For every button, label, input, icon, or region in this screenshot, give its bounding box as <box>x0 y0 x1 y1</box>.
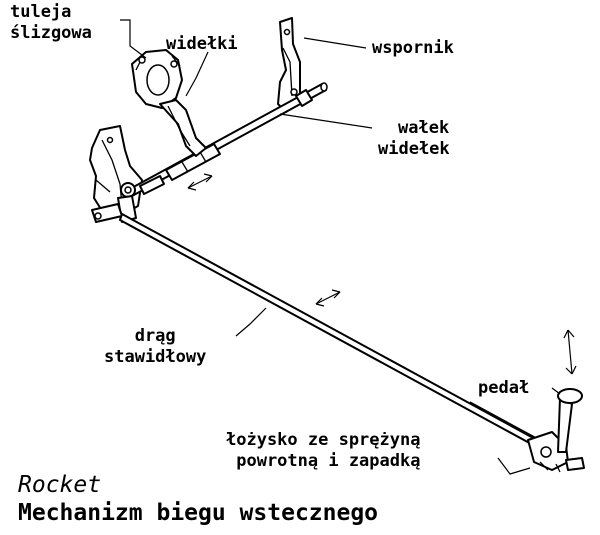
label-pedal-text: pedał <box>478 378 530 398</box>
diagram-title: Mechanizm biegu wstecznego <box>18 500 379 526</box>
motion-arrows <box>187 173 577 375</box>
label-bearing: łożysko ze sprężyną powrotną i zapadką <box>226 430 420 472</box>
label-bearing-line1: łożysko ze sprężyną <box>226 430 421 450</box>
label-control-rod-line2: stawidłowy <box>104 347 207 367</box>
label-selector-shaft-line1: wałek <box>398 118 450 138</box>
label-fork: widełki <box>166 34 238 55</box>
pedal-assembly <box>527 388 585 473</box>
label-pedal: pedał <box>478 378 529 399</box>
label-selector-shaft: wałek widełek <box>378 118 450 160</box>
leader-lines <box>120 19 561 475</box>
label-control-rod: drąg stawidłowy <box>104 326 206 368</box>
label-control-rod-line1: drąg <box>134 326 176 346</box>
label-selector-shaft-line2: widełek <box>378 139 450 159</box>
fork-assembly <box>131 49 207 157</box>
label-sliding-sleeve-line2: ślizgowa <box>10 23 92 43</box>
label-fork-text: widełki <box>166 34 238 54</box>
label-bracket-text: wspornik <box>372 38 454 58</box>
label-bracket: wspornik <box>372 38 454 59</box>
label-sliding-sleeve: tuleja ślizgowa <box>10 2 92 44</box>
label-sliding-sleeve-line1: tuleja <box>10 2 72 22</box>
diagram-brand: Rocket <box>18 472 102 498</box>
label-bearing-line2: powrotną i zapadką <box>236 451 421 471</box>
bracket-left <box>89 125 143 215</box>
pivot-lever <box>91 182 137 223</box>
